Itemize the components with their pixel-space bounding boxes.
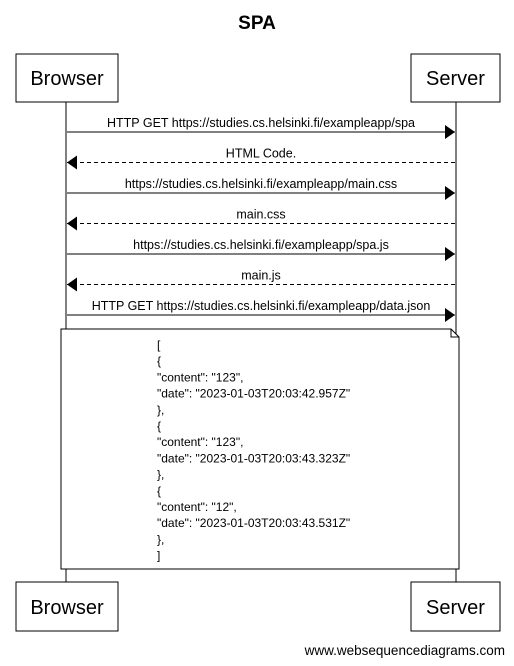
note-line-6: { [157, 419, 161, 433]
note-line-14: ] [157, 549, 160, 563]
participant-browser-bottom: Browser [15, 581, 119, 632]
participant-server-label: Server [426, 68, 485, 90]
participant-server-bottom: Server [410, 581, 501, 632]
participant-server-top: Server [410, 53, 501, 103]
note-line-2: { [157, 354, 161, 368]
note-line-3: "content": "123", [157, 370, 243, 384]
note-corner-fold [450, 329, 459, 338]
note-line-12: "date": "2023-01-03T20:03:43.531Z" [157, 516, 350, 530]
message-label-6: main.js [241, 269, 281, 283]
diagram-title: SPA [238, 13, 276, 34]
note-line-5: }, [157, 403, 164, 417]
note: [ { "content": "123", "date": "2023-01-03T2… [60, 328, 460, 570]
message-label-7: HTTP GET https://studies.cs.helsinki.fi/… [92, 299, 431, 313]
participant-server-label-bottom: Server [426, 597, 485, 619]
message-label-5: https://studies.cs.helsinki.fi/exampleap… [133, 238, 389, 252]
note-line-9: }, [157, 468, 164, 482]
message-label-2: HTML Code. [226, 147, 296, 161]
note-line-1: [ [157, 338, 161, 352]
note-line-7: "content": "123", [157, 435, 243, 449]
note-lines: [ { "content": "123", "date": "2023-01-03T2… [157, 338, 350, 563]
note-line-8: "date": "2023-01-03T20:03:43.323Z" [157, 451, 350, 465]
footer-watermark[interactable]: www.websequencediagrams.com [304, 643, 505, 658]
participant-browser-top: Browser [15, 53, 119, 103]
note-box [60, 328, 460, 570]
note-line-4: "date": "2023-01-03T20:03:42.957Z" [157, 387, 350, 401]
message-label-3: https://studies.cs.helsinki.fi/exampleap… [125, 177, 397, 191]
note-line-11: "content": "12", [157, 500, 237, 514]
message-label-4: main.css [236, 208, 285, 222]
note-line-13: }, [157, 532, 164, 546]
note-line-10: { [157, 484, 161, 498]
message-label-1: HTTP GET https://studies.cs.helsinki.fi/… [107, 116, 415, 130]
participant-browser-label: Browser [30, 68, 104, 90]
participant-browser-label-bottom: Browser [30, 597, 104, 619]
messages: HTTP GET https://studies.cs.helsinki.fi/… [67, 116, 455, 322]
